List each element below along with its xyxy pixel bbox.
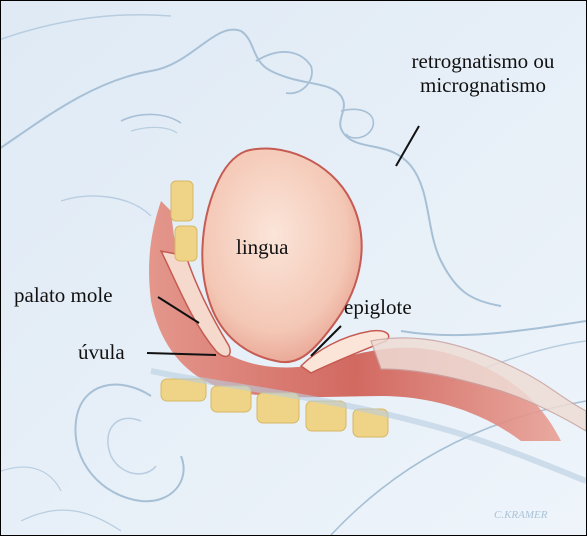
artist-signature: C.KRAMER (494, 509, 547, 521)
retrognathism-label-line1: retrognatismo ou (383, 49, 583, 73)
retrognathism-label-line2: micrognatismo (383, 73, 583, 97)
soft-palate-label: palato mole (14, 283, 113, 307)
epiglottis-label: epiglote (344, 295, 412, 319)
uvula-label: úvula (78, 340, 125, 364)
retrognathism-label: retrognatismo ou micrognatismo (383, 49, 583, 97)
tongue-label: lingua (236, 235, 289, 259)
